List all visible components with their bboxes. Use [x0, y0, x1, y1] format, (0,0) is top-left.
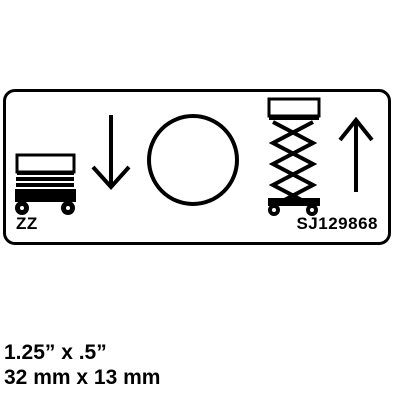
size-metric: 32 mm x 13 mm [4, 366, 161, 389]
arrow-down-icon [91, 115, 131, 190]
size-imperial: 1.25” x .5” [4, 341, 107, 364]
arrow-up-icon [338, 116, 374, 192]
decal-label: ZZ SJ129868 [3, 89, 391, 245]
part-number: SJ129868 [296, 214, 378, 233]
label-code-left: ZZ [16, 214, 38, 233]
platform-raised-icon [267, 97, 321, 216]
platform-lowered-icon [15, 153, 76, 215]
circle-icon [147, 114, 239, 206]
size-info: 1.25” x .5” 32 mm x 13 mm [4, 340, 160, 390]
pictogram-area [15, 97, 374, 216]
